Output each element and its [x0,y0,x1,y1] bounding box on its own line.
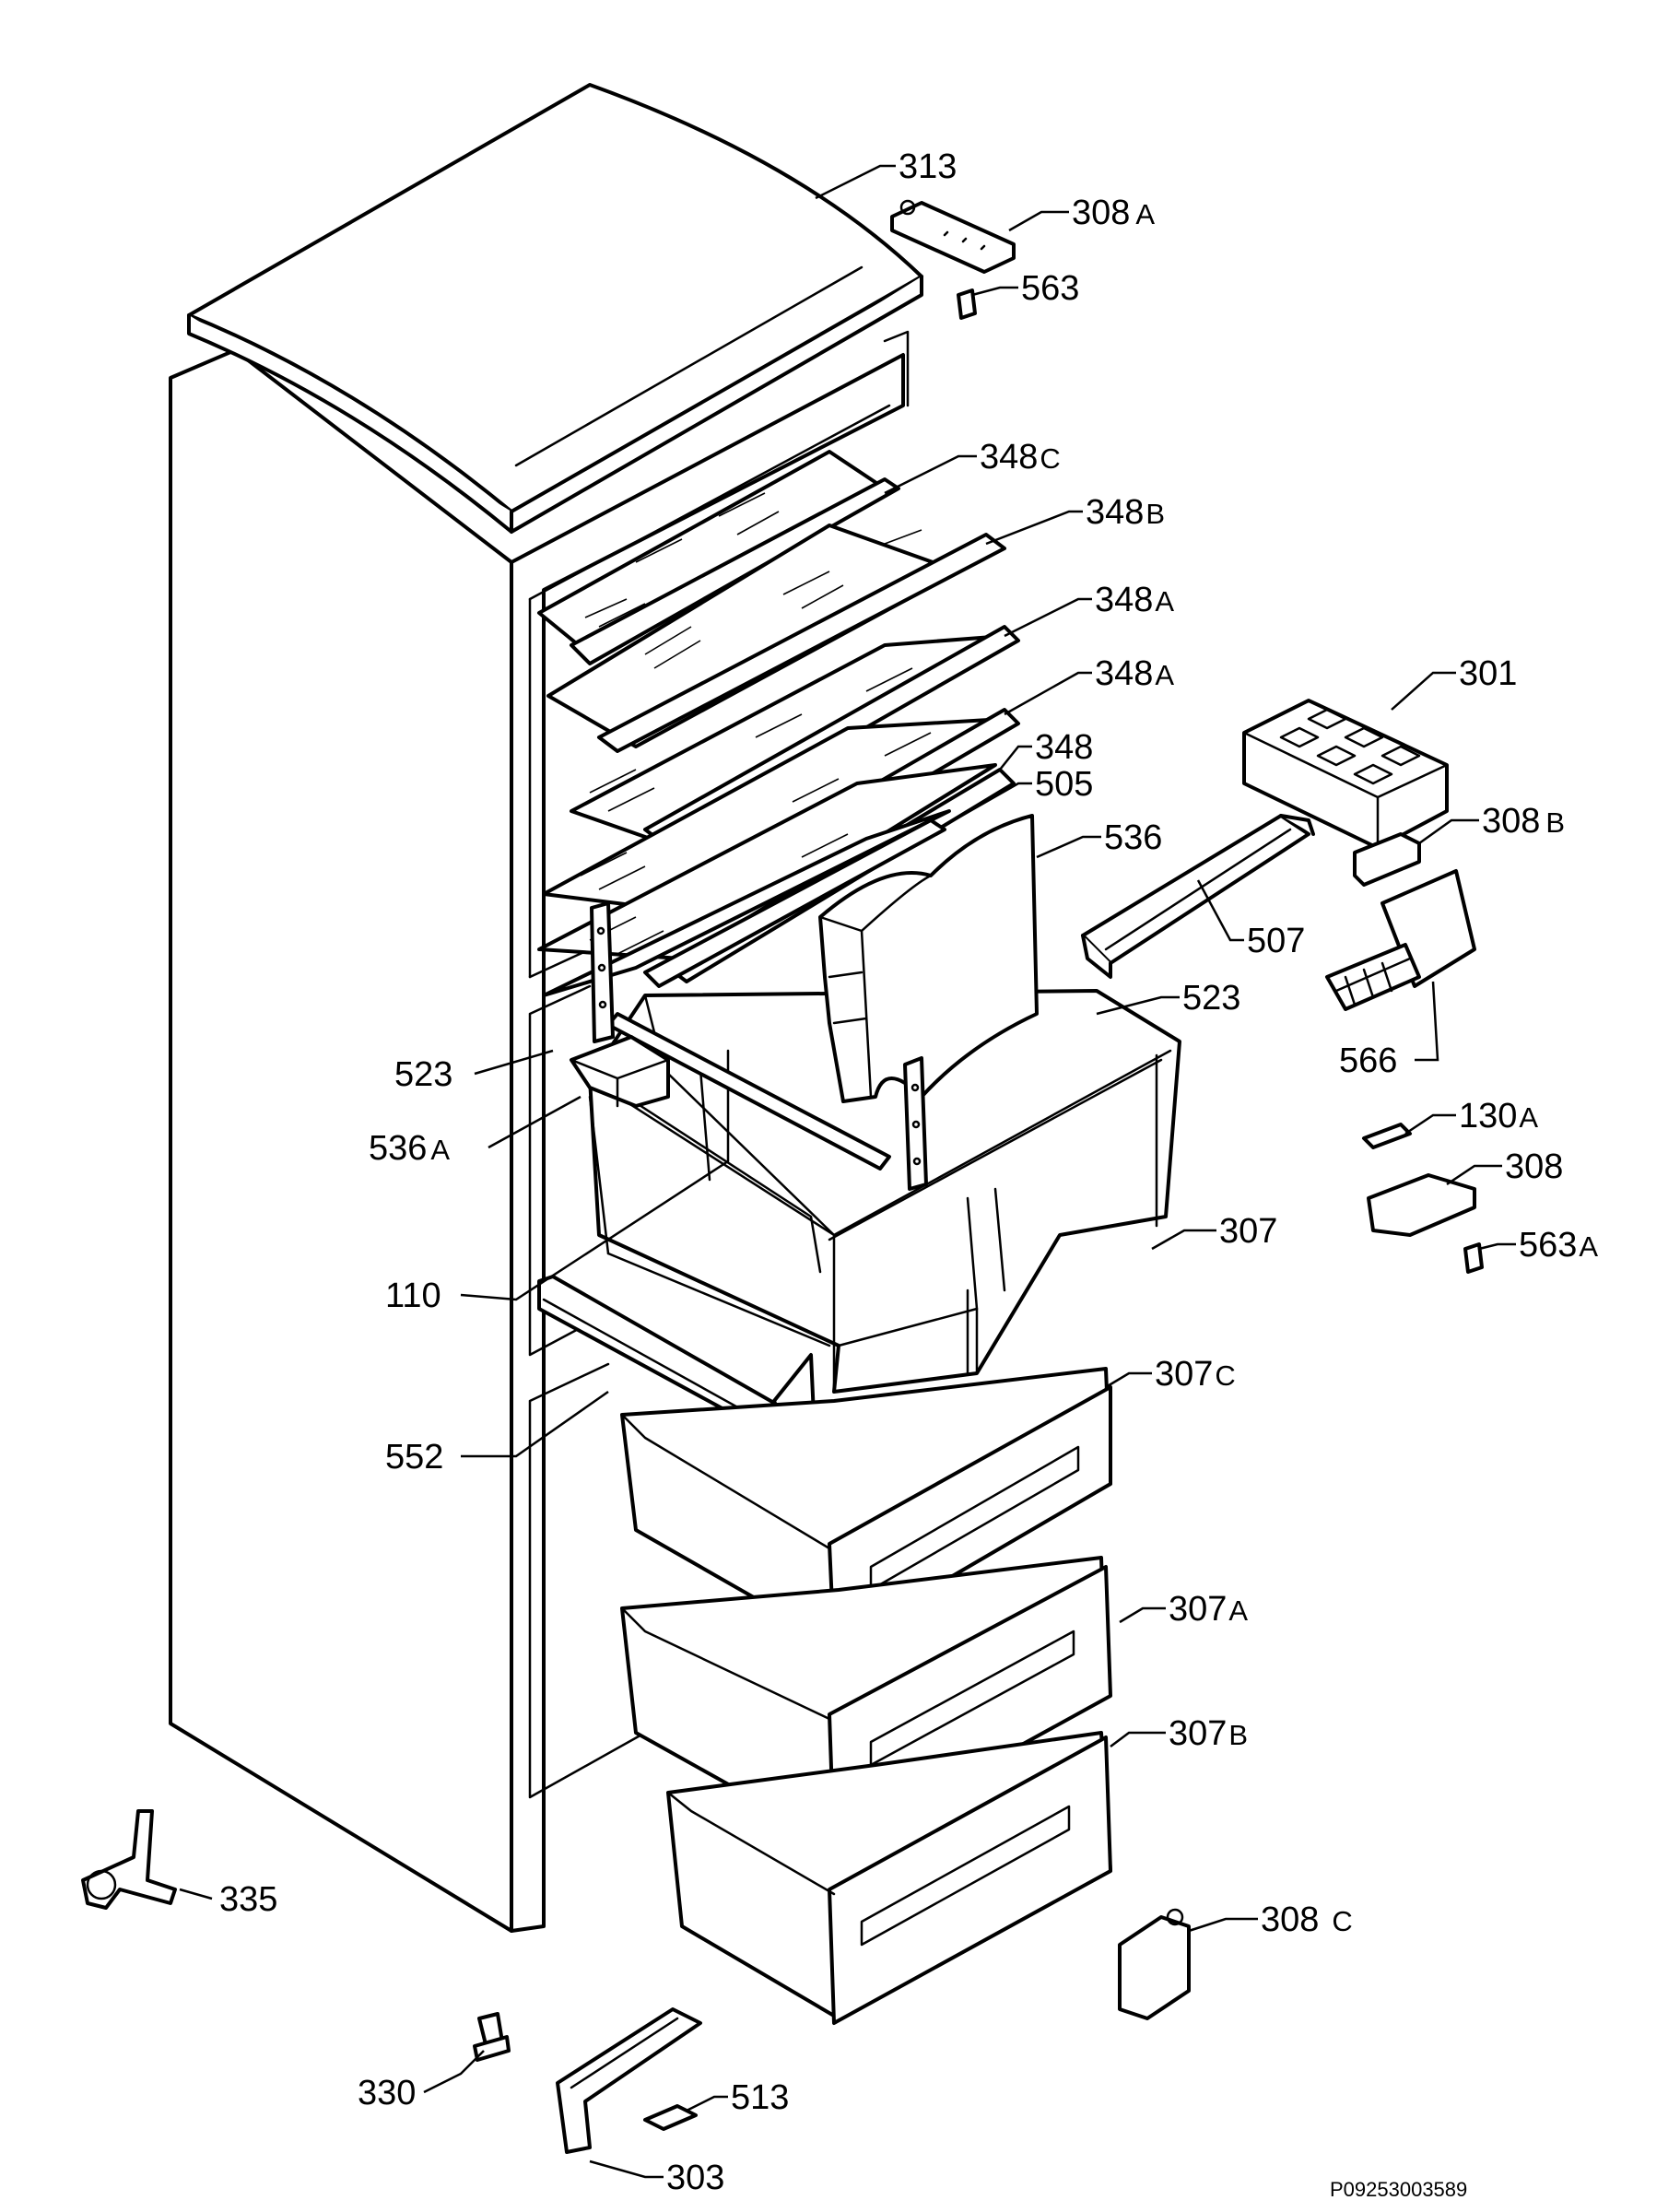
label-348a-lower: 348A [1095,654,1174,693]
label-348b: 348B [1086,493,1165,532]
small-bin-536a [570,1035,670,1108]
label-313: 313 [899,147,957,186]
label-307b: 307B [1169,1714,1248,1753]
label-110: 110 [385,1277,441,1315]
divider-536 [818,814,1039,1103]
label-307a: 307A [1169,1590,1248,1629]
small-hardware [81,199,1484,2154]
label-566: 566 [1339,1041,1397,1080]
label-130a: 130A [1459,1097,1538,1135]
drawing-code: P09253003589 [1330,2178,1467,2201]
label-308: 308 [1505,1147,1563,1186]
label-348: 348 [1035,728,1093,767]
ice-scraper-566 [1325,869,1476,1011]
label-563a: 563A [1519,1226,1598,1265]
shelf-supports-523 [590,901,928,1191]
leader-lines [179,164,1516,2179]
label-303: 303 [666,2159,724,2197]
label-301: 301 [1459,654,1517,693]
flap-507 [1081,814,1315,979]
ice-tray-301 [1242,699,1449,850]
top-cover-313 [187,83,923,534]
label-523-left: 523 [394,1055,452,1094]
glass-shelves [537,450,1020,997]
label-523-right: 523 [1182,979,1240,1018]
label-552: 552 [385,1438,443,1477]
label-513: 513 [731,2078,789,2117]
label-563: 563 [1021,269,1079,308]
label-507: 507 [1247,922,1305,960]
label-348a-upper: 348A [1095,581,1174,619]
label-348c: 348C [980,438,1061,477]
label-307: 307 [1219,1212,1277,1251]
label-330: 330 [358,2074,416,2112]
label-335: 335 [219,1880,277,1919]
label-505: 505 [1035,765,1093,804]
label-307c: 307C [1155,1355,1236,1394]
label-536: 536 [1104,818,1162,857]
drawers [620,1367,1112,2025]
cabinet-body [169,330,910,1933]
